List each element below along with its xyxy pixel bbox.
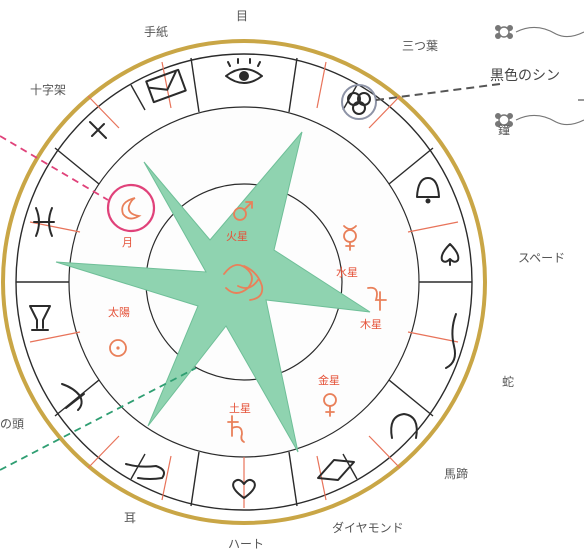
label-horseshoe: 馬蹄 [444, 466, 468, 481]
label-eye: 目 [236, 9, 248, 23]
label-jupiter: 木星 [360, 318, 382, 331]
label-clover: 三つ葉 [402, 39, 438, 53]
label-snake: 蛇 [502, 374, 514, 389]
callout-ornament-top [495, 25, 584, 39]
label-head: の頭 [0, 417, 24, 431]
label-cross: 十字架 [30, 82, 66, 97]
label-spade: スペード [518, 251, 565, 265]
label-mercury: 水星 [336, 266, 358, 279]
label-saturn: 土星 [229, 402, 251, 415]
label-diamond: ダイヤモンド [332, 520, 404, 535]
label-moon: 月 [122, 236, 133, 249]
label-ear: 耳 [124, 511, 136, 525]
label-heart: ハート [228, 537, 264, 551]
label-letter: 手紙 [144, 24, 168, 39]
label-venus: 金星 [318, 373, 340, 387]
label-sun: 太陽 [108, 306, 130, 319]
label-mars: 火星 [226, 230, 248, 243]
callout-text: 黒色のシン [490, 67, 560, 84]
label-bell: 鐘 [498, 122, 510, 137]
